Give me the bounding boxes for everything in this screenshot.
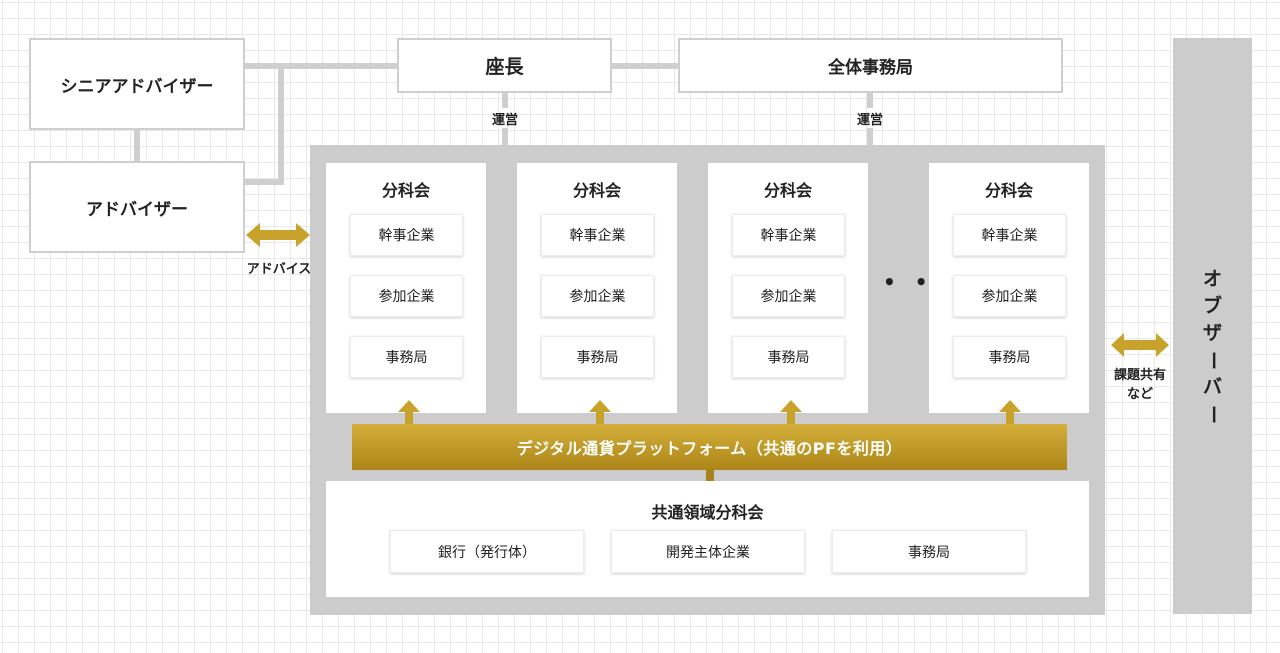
ellipsis-dots: • •: [883, 270, 934, 294]
up-arrow-icon: [398, 400, 420, 426]
advice-label: アドバイス: [246, 262, 312, 277]
issues-share-label: 課題共有 など: [1104, 366, 1176, 404]
member-lead-company: 幹事企業: [732, 214, 845, 256]
connector-line: [134, 129, 140, 162]
subcommittee-title: 分科会: [381, 181, 430, 200]
member-secretariat: 事務局: [541, 336, 654, 378]
up-arrow-icon: [780, 400, 802, 426]
connector-line: [611, 63, 679, 69]
connector-line: [502, 128, 508, 146]
subcommittee-4: 分科会 幹事企業 参加企業 事務局: [929, 163, 1089, 413]
common-subcommittee: 共通領域分科会 銀行（発行体） 開発主体企業 事務局: [326, 481, 1089, 597]
observer-char: オ: [1202, 268, 1222, 290]
up-arrow-icon: [589, 400, 611, 426]
member-participant-company: 参加企業: [541, 275, 654, 317]
common-subcommittee-title: 共通領域分科会: [651, 503, 764, 522]
chair-box: 座長: [397, 38, 612, 93]
member-lead-company: 幹事企業: [350, 214, 463, 256]
observer-box: オ ブ ザ ー バ ー: [1173, 38, 1252, 614]
up-arrow-icon: [999, 400, 1021, 426]
member-secretariat: 事務局: [953, 336, 1066, 378]
subcommittee-1: 分科会 幹事企業 参加企業 事務局: [326, 163, 486, 413]
digital-currency-platform: デジタル通貨プラットフォーム（共通のPFを利用）: [352, 424, 1067, 470]
operate-label-right: 運営: [856, 113, 883, 128]
connector-line: [244, 63, 398, 69]
double-arrow-icon: [246, 223, 310, 247]
subcommittee-title: 分科会: [984, 181, 1033, 200]
issues-share-line1: 課題共有: [1113, 368, 1166, 383]
connector-line: [867, 92, 873, 108]
secretariat-box: 全体事務局: [678, 38, 1063, 93]
member-development-company: 開発主体企業: [611, 530, 805, 573]
subcommittee-3: 分科会 幹事企業 参加企業 事務局: [708, 163, 868, 413]
member-lead-company: 幹事企業: [953, 214, 1066, 256]
observer-char: ー: [1202, 404, 1224, 424]
operate-label-left: 運営: [491, 113, 518, 128]
connector-line: [502, 92, 508, 108]
connector-line: [867, 128, 873, 146]
double-arrow-icon: [1111, 333, 1169, 357]
member-participant-company: 参加企業: [350, 275, 463, 317]
observer-char: バ: [1202, 376, 1222, 398]
observer-label: オ ブ ザ ー バ ー: [1173, 266, 1252, 428]
observer-char: ザ: [1202, 322, 1222, 344]
member-secretariat: 事務局: [832, 530, 1026, 573]
adviser-box: アドバイザー: [29, 161, 245, 253]
issues-share-line2: など: [1126, 387, 1153, 402]
senior-adviser-box: シニアアドバイザー: [29, 38, 245, 130]
observer-char: ブ: [1202, 295, 1222, 317]
member-secretariat: 事務局: [350, 336, 463, 378]
subcommittee-title: 分科会: [572, 181, 621, 200]
member-secretariat: 事務局: [732, 336, 845, 378]
subcommittee-2: 分科会 幹事企業 参加企業 事務局: [517, 163, 677, 413]
member-bank-issuer: 銀行（発行体）: [390, 530, 584, 573]
member-lead-company: 幹事企業: [541, 214, 654, 256]
subcommittee-title: 分科会: [763, 181, 812, 200]
connector-line: [244, 179, 284, 185]
connector-line: [278, 63, 284, 185]
member-participant-company: 参加企業: [953, 275, 1066, 317]
member-participant-company: 参加企業: [732, 275, 845, 317]
